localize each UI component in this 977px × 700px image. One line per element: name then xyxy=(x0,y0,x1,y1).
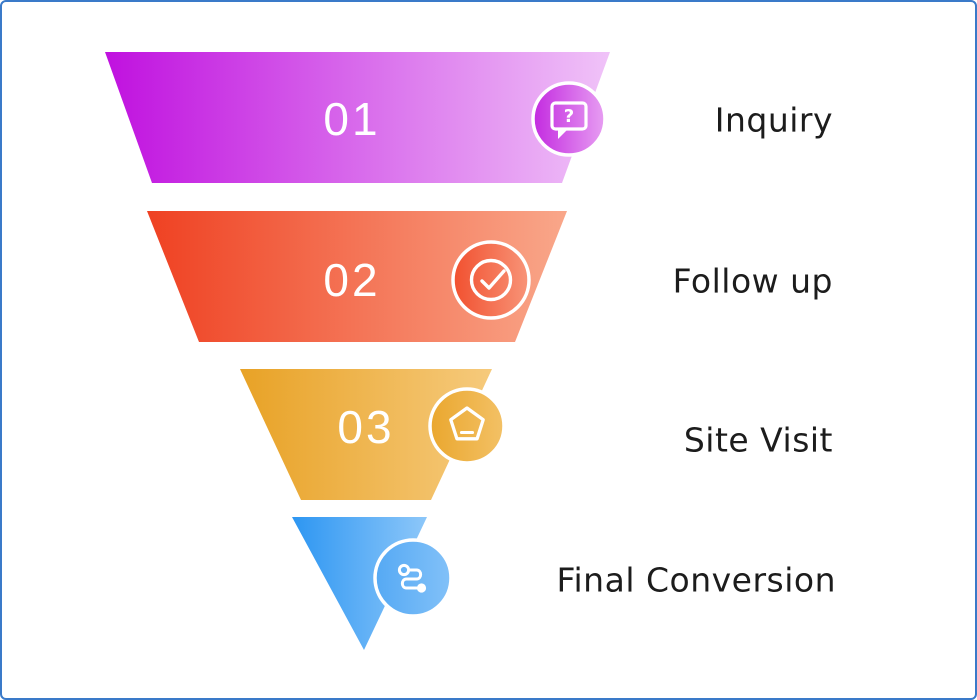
stage-2-number: 02 xyxy=(323,254,380,306)
question-chat-icon: ? xyxy=(531,81,607,157)
stage-1-number: 01 xyxy=(323,93,380,145)
stage-2-label: Follow up xyxy=(673,262,833,301)
svg-text:?: ? xyxy=(564,106,574,127)
pentagon-home-icon xyxy=(428,387,506,465)
stage-4-label: Final Conversion xyxy=(556,561,836,600)
funnel-stage-2: 02 Follow up xyxy=(147,211,833,342)
funnel-stage-4: Final Conversion xyxy=(292,517,836,650)
stage-3-number: 03 xyxy=(337,401,394,453)
funnel-stage-1: 01 ? Inquiry xyxy=(105,52,833,183)
check-circle-icon xyxy=(451,240,531,320)
funnel-stage-2-shape xyxy=(147,211,567,342)
funnel-stage-3-shape xyxy=(240,369,492,500)
stage-3-label: Site Visit xyxy=(684,421,833,460)
funnel-stage-3: 03 Site Visit xyxy=(240,369,833,500)
route-icon xyxy=(373,538,453,618)
funnel-stage-1-shape xyxy=(105,52,610,183)
stage-1-label: Inquiry xyxy=(715,101,833,140)
